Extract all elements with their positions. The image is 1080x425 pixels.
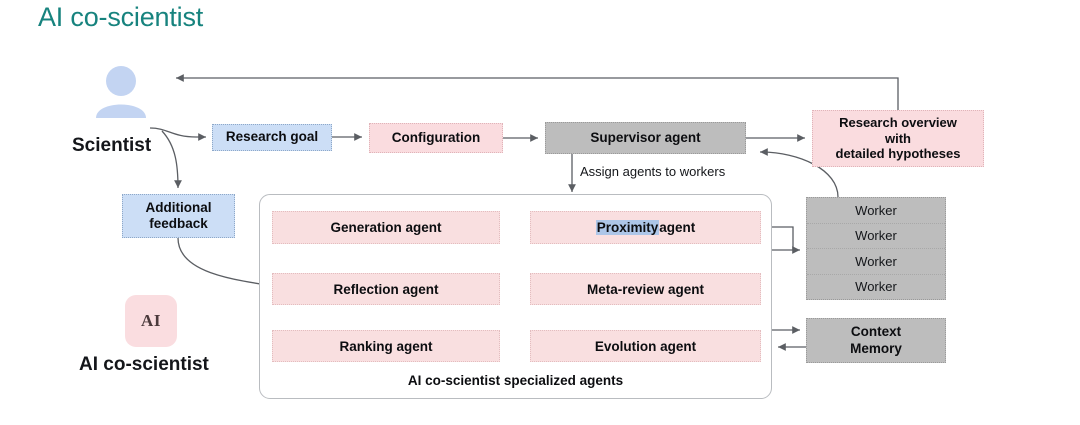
ai-logo-icon: AI [125,295,177,347]
worker-row[interactable]: Worker [855,279,897,295]
agent-cell-generation[interactable]: Generation agent [272,211,500,244]
worker-row[interactable]: Worker [807,224,945,249]
worker-row[interactable]: Worker [807,198,945,224]
agent-cell-proximity-label: agent [659,220,696,235]
node-research-goal[interactable]: Research goal [212,124,332,151]
proximity-selection-highlight: Proximity [595,220,660,235]
context-memory-line1: Context [850,324,902,340]
agent-cell-meta-review[interactable]: Meta-review agent [530,273,761,305]
scientist-label: Scientist [72,135,152,156]
ai-coscientist-label: AI co-scientist [79,354,209,375]
user-avatar-icon [92,64,150,122]
research-overview-line1: Research overview [839,114,957,130]
page-title: AI co-scientist [38,2,204,32]
research-overview-line2: with [884,130,911,146]
node-additional-feedback-line1: Additional [145,199,212,215]
ai-logo-text: AI [141,311,161,330]
node-additional-feedback-line2: feedback [149,216,208,231]
node-context-memory[interactable]: Context Memory [806,318,946,363]
node-research-overview[interactable]: Research overview with detailed hypothes… [812,110,984,167]
agent-cell-reflection[interactable]: Reflection agent [272,273,500,305]
agent-cell-proximity[interactable]: Proximity agent [530,211,761,244]
agent-cell-evolution[interactable]: Evolution agent [530,330,761,362]
node-additional-feedback[interactable]: Additional feedback [122,194,235,238]
agents-panel: Generation agent Proximity agent Reflect… [259,194,772,399]
node-worker-stack[interactable]: Worker Worker Worker Worker [806,197,946,300]
agent-cell-ranking[interactable]: Ranking agent [272,330,500,362]
edge-label-assign-agents: Assign agents to workers [580,164,726,179]
agents-panel-caption: AI co-scientist specialized agents [407,373,624,388]
node-configuration[interactable]: Configuration [369,123,503,153]
research-overview-line3: detailed hypotheses [835,146,961,162]
worker-row[interactable]: Worker [807,249,945,275]
context-memory-line2: Memory [850,340,902,356]
node-supervisor-agent[interactable]: Supervisor agent [545,122,746,154]
